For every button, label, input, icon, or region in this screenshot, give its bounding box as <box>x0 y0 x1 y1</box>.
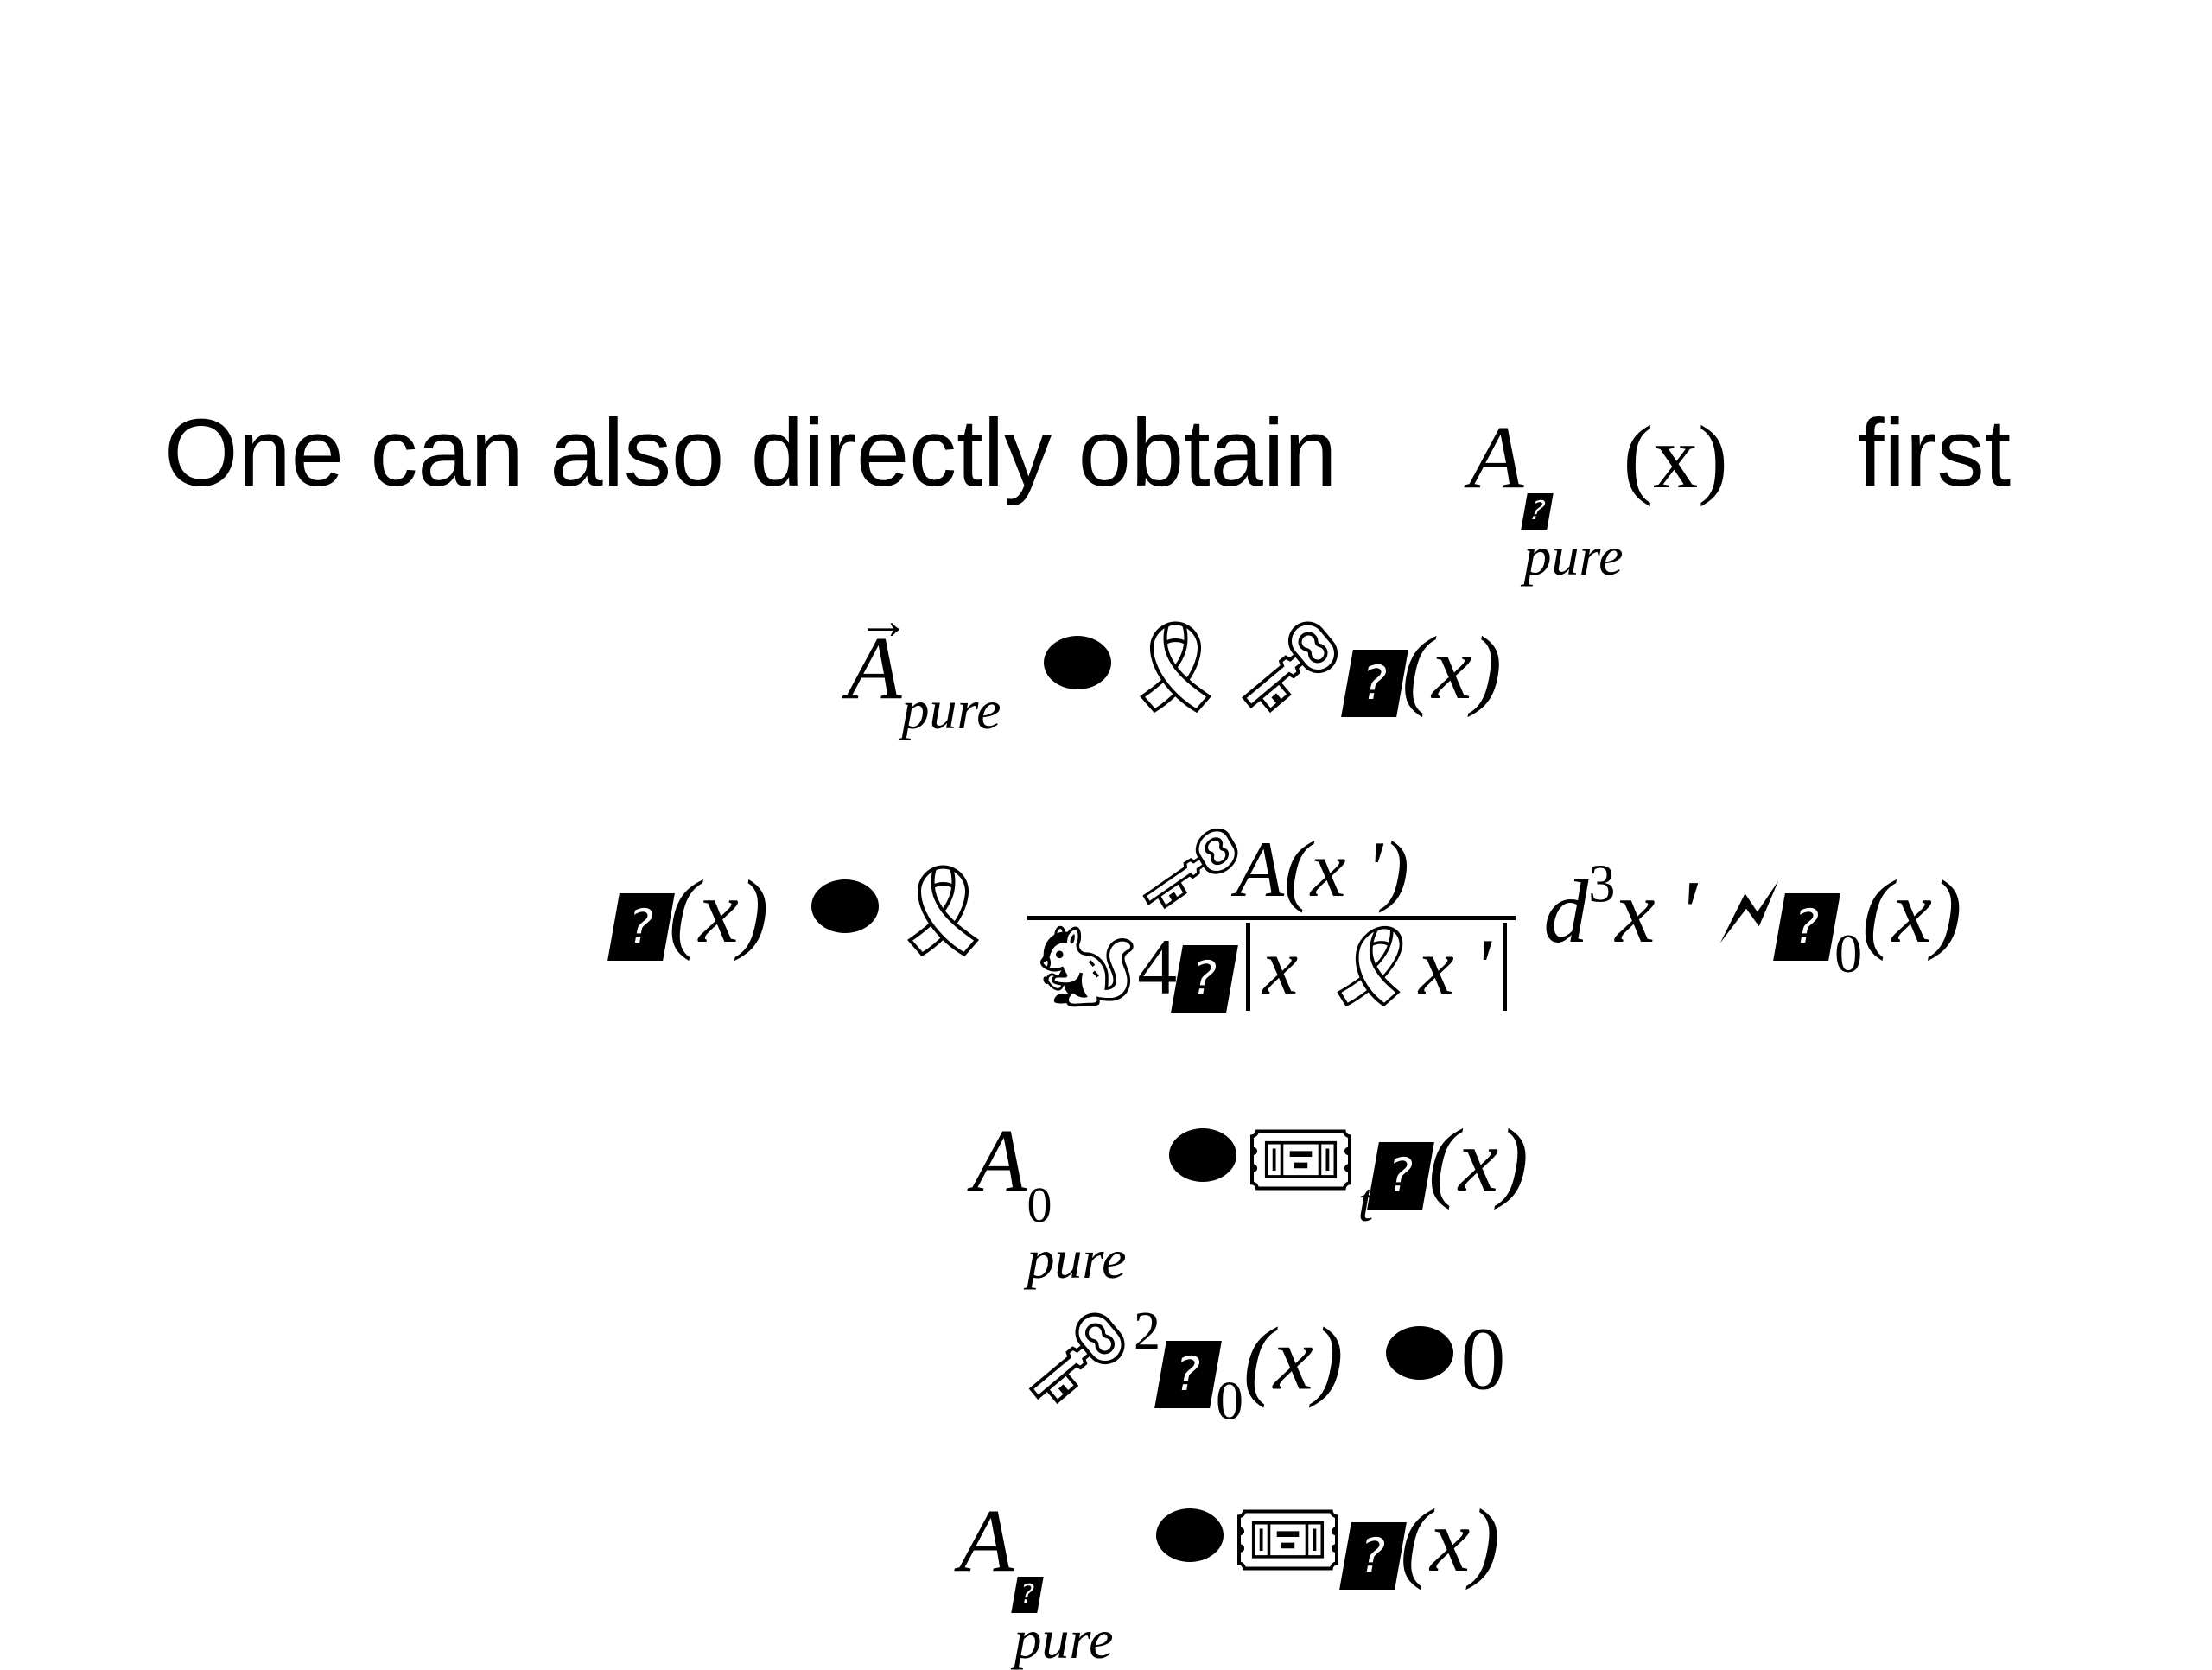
key-icon: 🗝 <box>1232 614 1347 720</box>
eq2-den-x: x <box>1262 923 1299 1011</box>
ribbon-icon: 🎗 <box>1318 920 1419 1013</box>
eq2-tail-sub: 0 <box>1834 923 1863 985</box>
eq3-t: t <box>1357 1172 1374 1234</box>
eq2-lhs-arg: (x) <box>669 861 769 962</box>
eq5-lhs-sub: pure <box>1014 1609 1114 1670</box>
eq5-lhs: A <box>959 1491 1014 1591</box>
missing-glyph-icon: ? <box>1340 650 1408 718</box>
burst-icon: 🗲 <box>1719 857 1780 963</box>
eq2-tail-d: d <box>1543 861 1589 962</box>
ribbon-icon: 🎗 <box>1118 614 1233 720</box>
missing-glyph-icon: ? <box>1338 1522 1407 1591</box>
eq2-num-arg: A(x ') <box>1235 825 1409 913</box>
squirrel-icon: 🐿 <box>1036 920 1138 1013</box>
eq2-tail-x: x ' <box>1615 861 1697 962</box>
equation-1: Apure 🎗🗝?(x) <box>847 594 1502 741</box>
missing-glyph-icon: ? <box>1154 1340 1222 1408</box>
eq5-arg: (x) <box>1400 1491 1500 1591</box>
eq1-arg: (x) <box>1402 619 1502 718</box>
eq4-sub: 0 <box>1216 1369 1244 1432</box>
filled-circle-icon <box>1386 1326 1454 1381</box>
key-icon: 🗝 <box>1020 1305 1135 1411</box>
eq3-arg: (x) <box>1428 1111 1529 1210</box>
intro-text: One can also directly obtain <box>164 400 1338 506</box>
eq2-den-xp: x ' <box>1418 923 1491 1011</box>
eq2-fraction: 🗝A(x ') 🐿4?x 🎗x ' <box>1027 829 1516 1013</box>
intro-tail: first <box>1858 400 2012 506</box>
ticket-icon: 🎟 <box>1243 1107 1358 1212</box>
missing-glyph-icon: ? <box>1367 1142 1435 1210</box>
eq2-tail-arg: (x) <box>1862 861 1962 962</box>
eq2-den-prefix: 4 <box>1137 923 1178 1011</box>
intro-symbol-arg: (x) <box>1623 408 1728 507</box>
ribbon-icon: 🎗 <box>886 857 1001 963</box>
intro-symbol-letter: A <box>1469 408 1524 507</box>
filled-circle-icon <box>811 879 880 933</box>
eq4-exp: 2 <box>1134 1302 1161 1361</box>
equation-2: ?(x) 🎗 🗝A(x ') 🐿4?x 🎗x ' d3x ' 🗲?0(x) <box>607 829 1962 1013</box>
filled-circle-icon <box>1169 1127 1237 1182</box>
missing-glyph-icon: ? <box>1773 892 1840 961</box>
filled-circle-icon <box>1044 635 1112 689</box>
filled-circle-icon <box>1156 1508 1224 1562</box>
eq4-arg: (x) <box>1243 1309 1344 1409</box>
eq3-lhs-sup: 0 <box>1027 1177 1052 1234</box>
missing-glyph-icon: ? <box>1520 492 1554 530</box>
eq1-lhs: A <box>847 594 910 714</box>
fraction-bar <box>1027 916 1516 920</box>
eq2-tail-exp: 3 <box>1588 854 1616 914</box>
missing-glyph-icon: ? <box>607 892 675 961</box>
missing-glyph-icon: ? <box>1171 945 1239 1013</box>
missing-glyph-icon: ? <box>1010 1576 1044 1613</box>
eq3-lhs-sub: pure <box>1027 1229 1127 1291</box>
intro-symbol: A?pure (x) <box>1469 406 1728 584</box>
eq3-lhs: A <box>972 1111 1027 1210</box>
equation-5: A?pure 🎟?(x) <box>959 1495 1500 1667</box>
key-icon: 🗝 <box>1135 822 1236 915</box>
eq4-rhs: 0 <box>1460 1309 1506 1409</box>
equation-4: 🗝2?0(x) 0 <box>1020 1305 1505 1429</box>
eq1-lhs-sub: pure <box>901 679 1001 741</box>
ticket-icon: 🎟 <box>1230 1487 1345 1592</box>
intro-symbol-sub: pure <box>1523 525 1624 587</box>
